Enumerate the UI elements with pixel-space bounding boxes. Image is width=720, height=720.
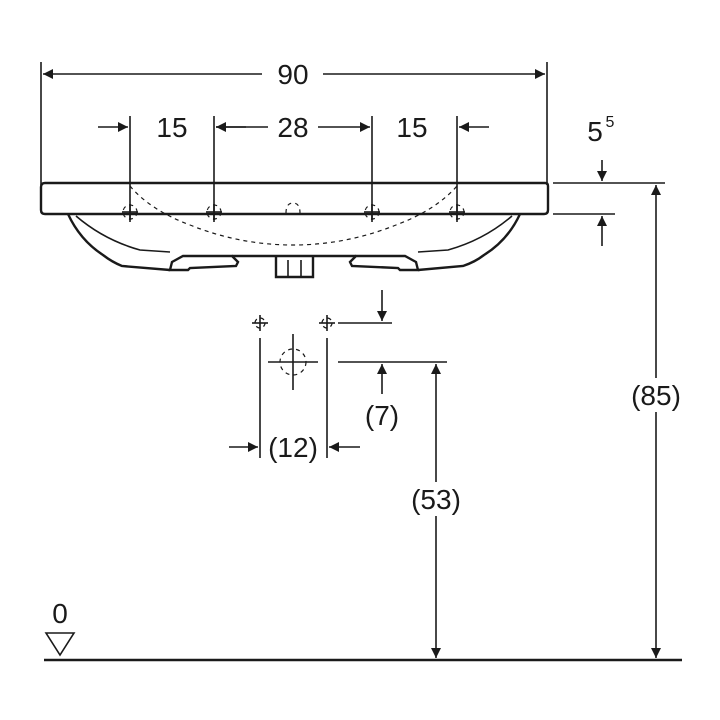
fixing-hole-left-inner — [206, 204, 222, 220]
washbasin-outline — [39, 181, 550, 279]
wall-fixing-detail — [252, 315, 447, 458]
fixing-spacing-dimension: (12) — [229, 432, 360, 463]
level-triangle-icon — [44, 632, 76, 657]
waste-height-label: (53) — [411, 484, 461, 515]
rim-thickness-label: 5 — [587, 116, 603, 147]
fixing-spacing-label: (12) — [268, 432, 318, 463]
hole-spacing-dimensions: 15 28 15 — [98, 112, 489, 222]
overall-width-dimension: 90 — [40, 59, 548, 185]
floor-level-label: 0 — [52, 598, 68, 629]
overall-height-label: (85) — [631, 380, 681, 411]
waste-offset-label: (7) — [365, 400, 399, 431]
waste-pipe-symbol — [268, 334, 318, 390]
fixing-hole-left-outer — [122, 204, 138, 220]
right-spacing-label: 15 — [396, 112, 427, 143]
fixing-hole-right-inner — [364, 204, 380, 220]
left-spacing-label: 15 — [156, 112, 187, 143]
bolt-symbol-right — [319, 315, 335, 331]
overall-width-label: 90 — [277, 59, 308, 90]
bolt-symbol-left — [252, 315, 268, 331]
waste-height-dimension: (53) — [411, 364, 461, 658]
rim-thickness-dimension: 5 5 — [553, 114, 665, 246]
waste-offset-dimension: (7) — [365, 290, 399, 431]
overall-height-dimension: (85) — [631, 185, 681, 658]
fixing-hole-right-outer — [449, 204, 465, 220]
floor-level: 0 — [44, 598, 682, 662]
center-spacing-label: 28 — [277, 112, 308, 143]
rim-thickness-superscript: 5 — [606, 114, 615, 131]
